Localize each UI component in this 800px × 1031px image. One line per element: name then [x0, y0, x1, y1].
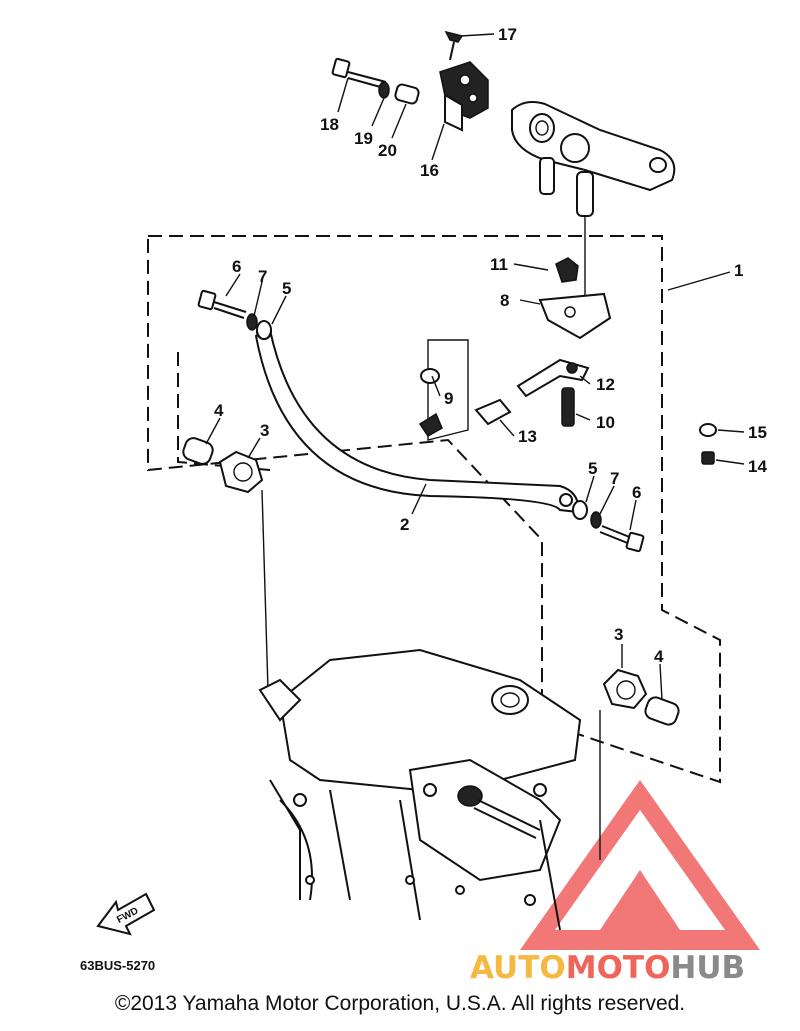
callout-1: 1 [734, 261, 743, 280]
callout-13: 13 [518, 427, 537, 446]
callout-7-right: 7 [610, 469, 619, 488]
callout-15: 15 [748, 423, 767, 442]
callout-10: 10 [596, 413, 615, 432]
spring-10 [561, 387, 575, 427]
link-rod-2 [254, 324, 580, 514]
callouts: 1 2 3 3 4 4 5 5 6 6 7 7 8 9 10 11 12 13 … [214, 25, 767, 666]
washer-5-right [572, 500, 588, 520]
washer-7-right [590, 511, 602, 529]
bracket-plate [427, 339, 469, 441]
washer-15 [699, 423, 717, 437]
copyright-notice: ©2013 Yamaha Motor Corporation, U.S.A. A… [114, 992, 686, 1015]
watermark-logo-icon [520, 780, 760, 950]
swivel-bracket [258, 648, 582, 931]
collar-20 [394, 83, 420, 105]
steering-arm-upper [511, 101, 676, 300]
callout-19: 19 [354, 129, 373, 148]
callout-4-left: 4 [214, 401, 224, 420]
callout-18: 18 [320, 115, 339, 134]
callout-5-right: 5 [588, 459, 597, 478]
block-13 [474, 398, 512, 426]
nut-3-right [602, 668, 648, 710]
callout-20: 20 [378, 141, 397, 160]
callout-2: 2 [400, 515, 409, 534]
callout-11: 11 [490, 255, 508, 274]
bracket-16 [439, 61, 489, 132]
bolt-6-left [197, 289, 247, 319]
collar-4-left [182, 437, 214, 465]
grommet-9 [418, 368, 443, 437]
washer-5-left [256, 320, 272, 340]
callout-3-left: 3 [260, 421, 269, 440]
callout-14: 14 [748, 457, 767, 476]
callout-12: 12 [596, 375, 615, 394]
watermark-part-auto: AUTO [470, 950, 566, 986]
callout-5-left: 5 [282, 279, 291, 298]
washer-7-left [246, 313, 258, 331]
watermark-part-moto: MOTO [566, 950, 671, 986]
callout-6-right: 6 [632, 483, 641, 502]
collar-4-right [644, 696, 680, 726]
plate-8 [538, 292, 612, 340]
bolt-6-right [599, 525, 645, 553]
callout-6-left: 6 [232, 257, 241, 276]
watermark-part-hub: HUB [670, 950, 745, 986]
callout-17: 17 [498, 25, 517, 44]
callout-8: 8 [500, 291, 509, 310]
callout-16: 16 [420, 161, 439, 180]
lever-12 [516, 358, 590, 398]
bolt-14 [701, 451, 715, 465]
callout-4-right: 4 [654, 647, 664, 666]
callout-7-left: 7 [258, 267, 267, 286]
drawing-code: 63BUS-5270 [80, 958, 155, 973]
screw-17 [444, 30, 464, 61]
nut-11 [555, 257, 579, 283]
fwd-arrow-icon: FWD [96, 892, 156, 936]
callout-3-right: 3 [614, 625, 623, 644]
callout-9: 9 [444, 389, 453, 408]
bolt-18 [331, 57, 387, 89]
watermark-wordmark: AUTOMOTOHUB [470, 950, 745, 986]
leader-lines [205, 33, 745, 701]
washer-19 [378, 81, 390, 99]
nut-3-left [218, 450, 264, 494]
